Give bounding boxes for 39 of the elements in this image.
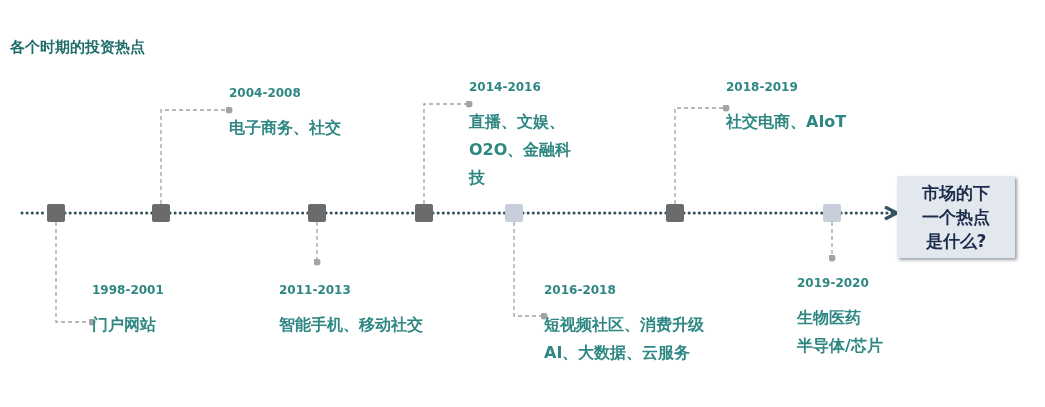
leader-line: [423, 100, 473, 205]
question-box: 市场的下一个热点是什么?: [897, 176, 1015, 258]
timeline-axis: [63, 211, 154, 215]
timeline-marker: [666, 204, 684, 222]
hotspot-text: 电子商务、社交: [229, 117, 341, 139]
diagram-title: 各个时期的投资热点: [10, 38, 145, 57]
period-years: 1998-2001: [92, 283, 164, 297]
leader-line: [674, 104, 730, 205]
hotspot-text: 智能手机、移动社交: [279, 314, 423, 336]
leader-line: [313, 221, 321, 266]
timeline-marker: [308, 204, 326, 222]
leader-line: [828, 221, 836, 262]
period-years: 2011-2013: [279, 283, 351, 297]
timeline-marker: [415, 204, 433, 222]
hotspot-text: 半导体/芯片: [797, 335, 883, 357]
hotspot-text: 社交电商、AIoT: [726, 111, 847, 133]
timeline-marker: [47, 204, 65, 222]
hotspot-text: 短视频社区、消费升级: [544, 314, 704, 336]
leader-line: [513, 221, 548, 320]
period-years: 2016-2018: [544, 283, 616, 297]
timeline-axis: [168, 211, 310, 215]
hotspot-text: 直播、文娱、O2O、金融科技: [469, 111, 573, 189]
timeline-marker: [823, 204, 841, 222]
timeline-axis: [324, 211, 417, 215]
leader-line: [160, 106, 233, 205]
timeline-marker: [505, 204, 523, 222]
timeline-marker: [152, 204, 170, 222]
timeline-arrow: [839, 205, 899, 221]
hotspot-text: 门户网站: [92, 314, 156, 336]
period-years: 2019-2020: [797, 276, 869, 290]
hotspot-text: AI、大数据、云服务: [544, 342, 691, 364]
timeline-axis: [682, 211, 825, 215]
timeline-axis: [431, 211, 507, 215]
period-years: 2014-2016: [469, 80, 541, 94]
timeline-axis: [521, 211, 668, 215]
period-years: 2004-2008: [229, 86, 301, 100]
hotspot-text: 生物医药: [797, 307, 861, 329]
period-years: 2018-2019: [726, 80, 798, 94]
leader-line: [55, 221, 96, 326]
